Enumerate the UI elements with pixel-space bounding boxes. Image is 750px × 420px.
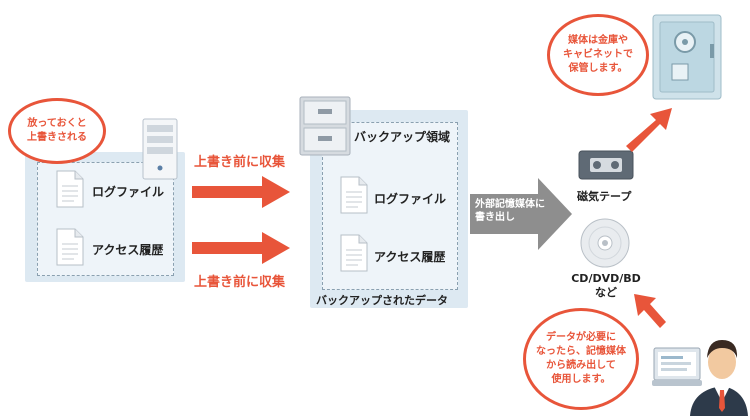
disc-label-line: など (595, 286, 617, 299)
bubble-line: 媒体は金庫や (568, 35, 628, 46)
bubble-line: なったら、記憶媒体 (536, 346, 626, 357)
magnetic-tape-icon (578, 150, 634, 184)
disc-label-line: CD/DVD/BD (571, 272, 641, 285)
server-icon (142, 118, 178, 180)
bubble-line: 放っておくと (27, 118, 87, 129)
export-line: 書き出し (475, 212, 515, 223)
bubble-line: 使用します。 (551, 374, 611, 385)
overwrite-warning-bubble: 放っておくと 上書きされる (8, 98, 106, 164)
backup-area-title: バックアップ領域 (354, 130, 451, 144)
document-icon (56, 170, 84, 212)
user-bubble: データが必要に なったら、記憶媒体 から読み出して 使用します。 (523, 308, 639, 410)
source-log-label: ログファイル (92, 185, 165, 199)
collect-label-bottom: 上書き前に収集 (194, 275, 286, 290)
bubble-line: 上書きされる (27, 132, 87, 143)
store-arrow (626, 108, 674, 158)
export-arrow (470, 178, 574, 254)
bubble-line: から読み出して (546, 360, 616, 371)
optical-disc-icon (580, 218, 630, 272)
retrieve-arrow (630, 290, 670, 334)
export-line: 外部記憶媒体に (475, 199, 545, 210)
safe-bubble: 媒体は金庫や キャビネットで 保管します。 (547, 14, 649, 96)
document-icon (340, 176, 368, 218)
backup-access-label: アクセス履歴 (374, 250, 446, 264)
bubble-line: キャビネットで (563, 49, 633, 60)
collect-label-top: 上書き前に収集 (194, 155, 286, 170)
file-cabinet-icon (299, 96, 351, 160)
document-icon (340, 234, 368, 276)
document-icon (56, 228, 84, 270)
bubble-line: データが必要に (546, 332, 616, 343)
source-access-label: アクセス履歴 (92, 243, 164, 257)
user-with-laptop-icon (652, 316, 748, 420)
safe-icon (652, 14, 722, 104)
disc-label: CD/DVD/BD など (566, 272, 646, 300)
backup-caption: バックアップされたデータ (316, 294, 448, 307)
tape-label: 磁気テープ (577, 190, 632, 203)
bubble-line: 保管します。 (568, 63, 628, 74)
collect-arrow-top (192, 176, 292, 212)
collect-arrow-bottom (192, 232, 292, 268)
backup-log-label: ログファイル (374, 192, 447, 206)
export-arrow-label: 外部記憶媒体に 書き出し (475, 198, 545, 224)
